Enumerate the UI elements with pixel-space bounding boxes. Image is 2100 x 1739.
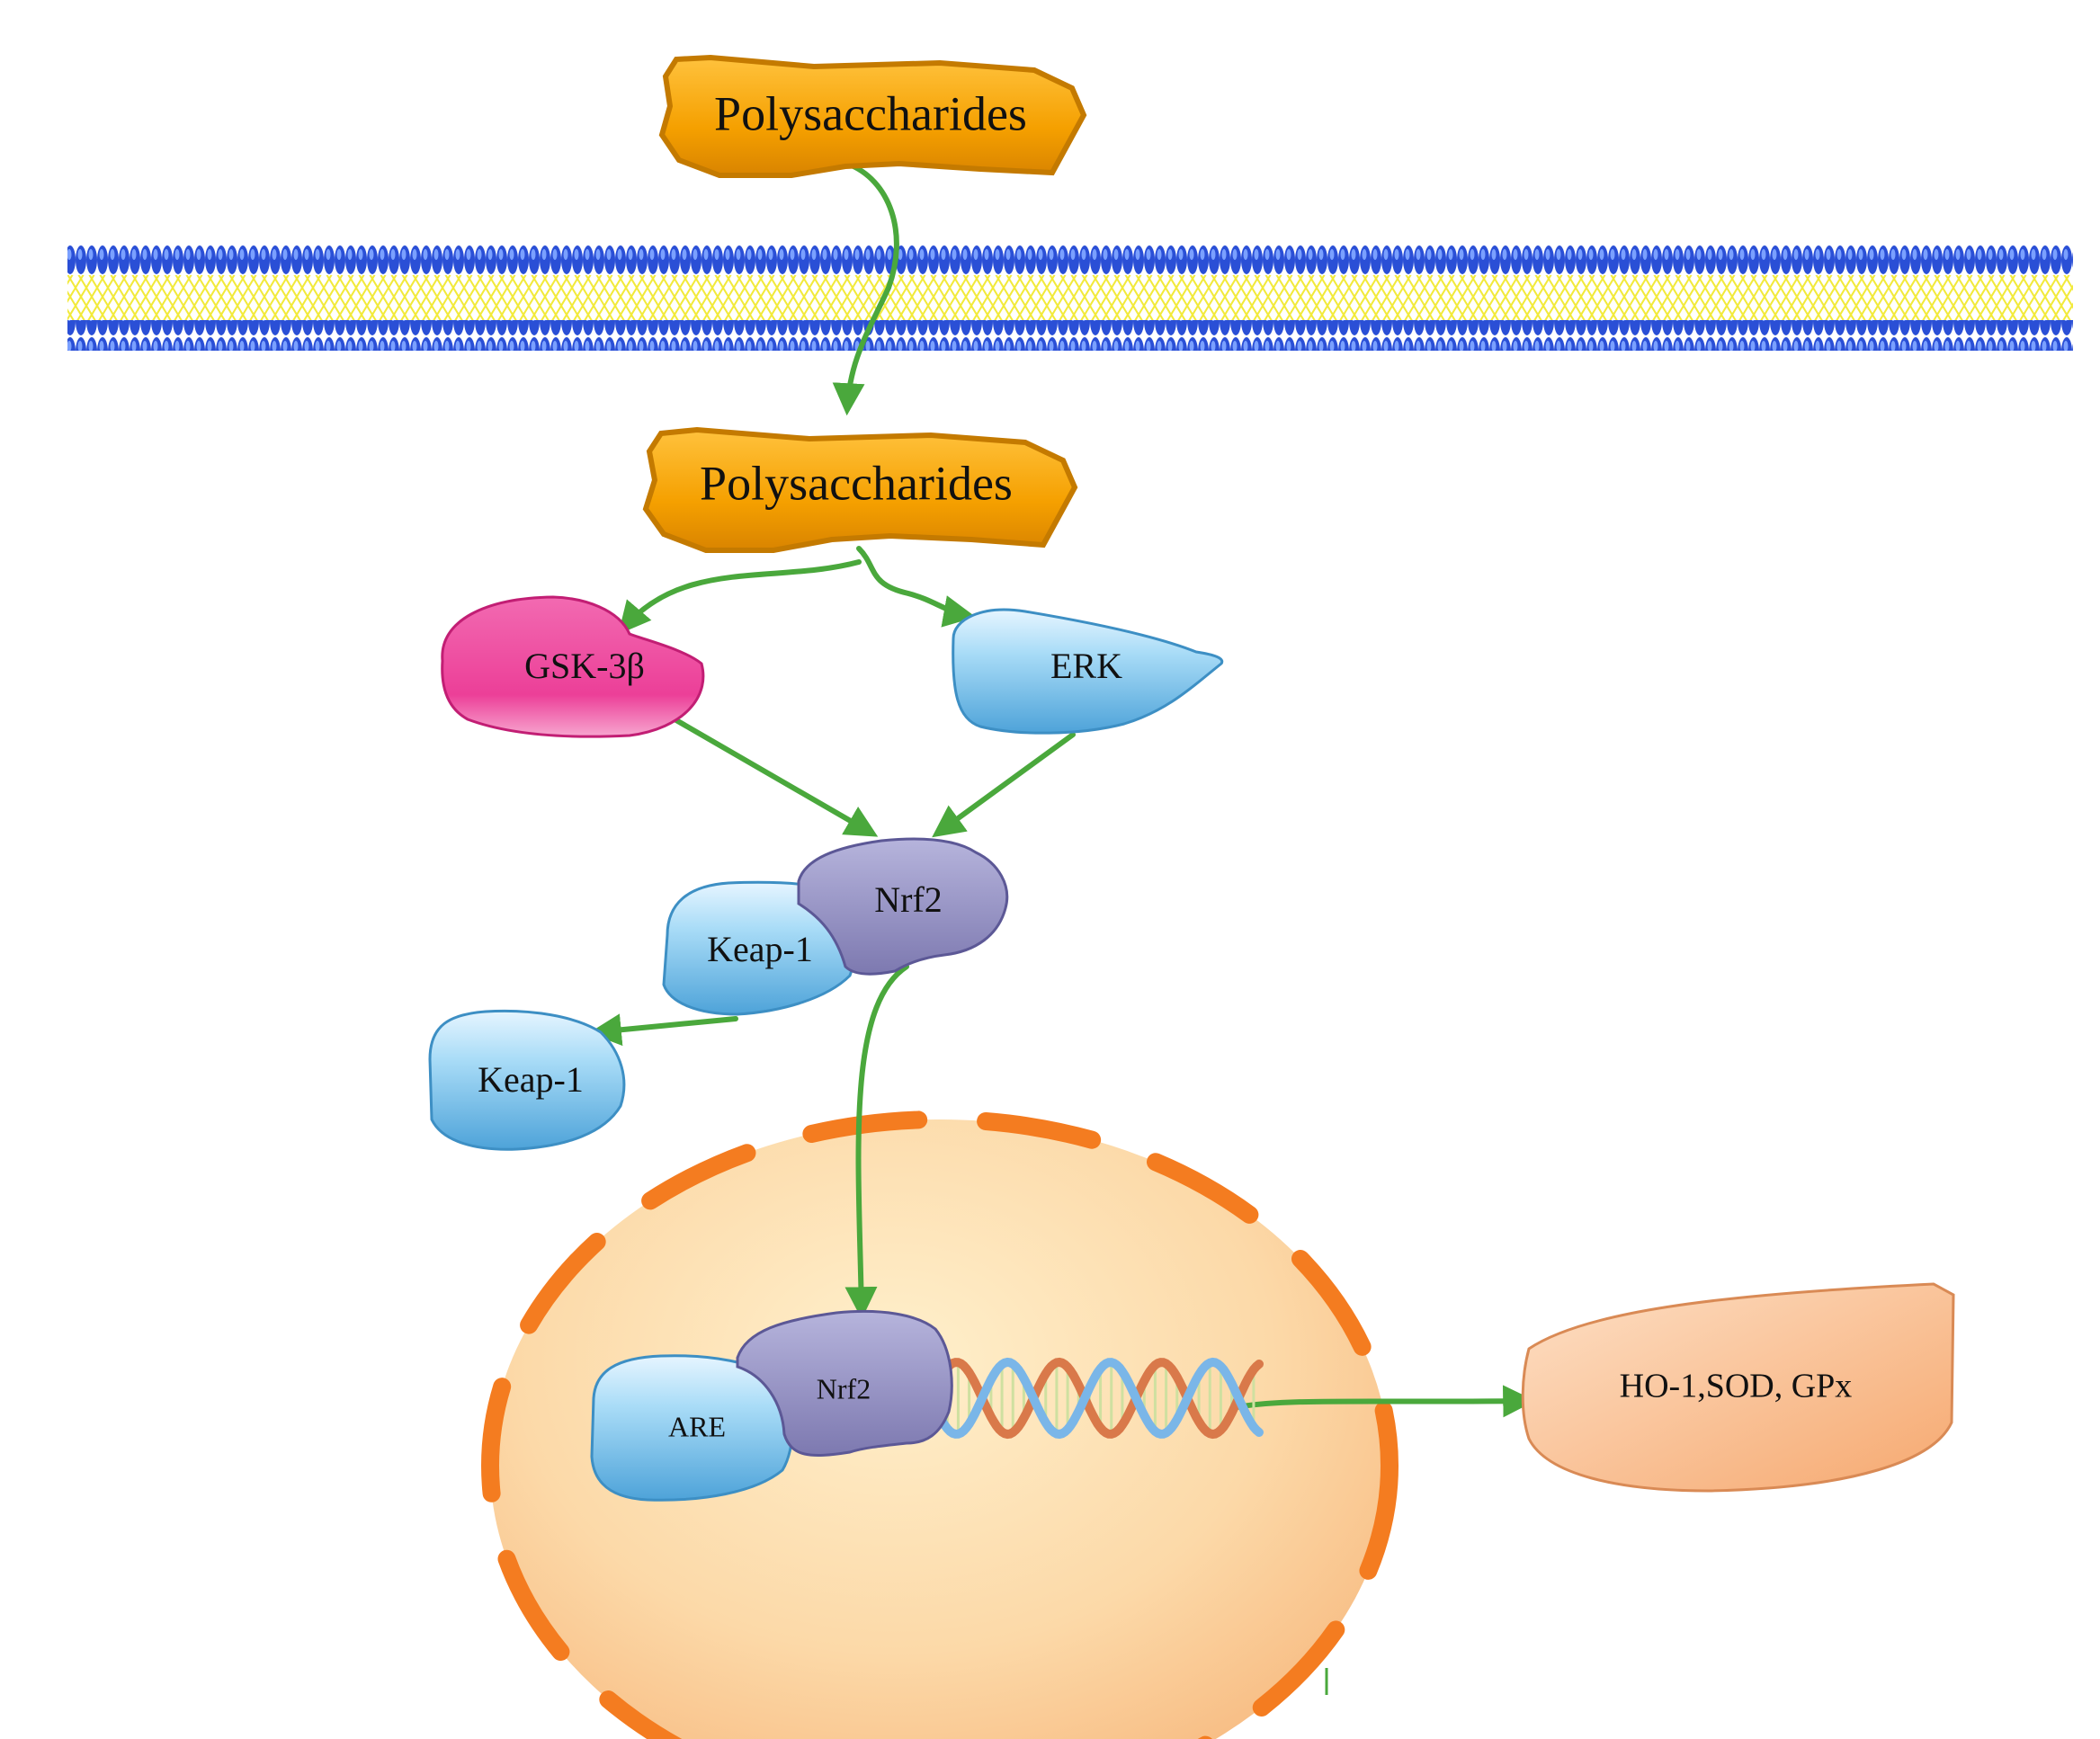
nrf2-nucleus-protein: Nrf2 <box>736 1309 953 1457</box>
dna-strand-b <box>926 1357 1264 1440</box>
dna-strand-a <box>926 1357 1264 1440</box>
arrow-gsk3b-to-nrf2 <box>667 714 879 837</box>
keap1-bound-label: Keap-1 <box>707 929 813 969</box>
arrow-to-gsk3b <box>618 559 862 635</box>
arrow-entry <box>832 161 899 416</box>
arrow-erk-to-nrf2 <box>932 732 1076 838</box>
keap1-free-label: Keap-1 <box>478 1059 584 1100</box>
polysaccharides-outer: Polysaccharides <box>658 54 1087 178</box>
nrf2-cytoplasm-label: Nrf2 <box>874 879 943 920</box>
arrow-to-erk <box>856 546 977 628</box>
gsk3b-protein: GSK-3β <box>441 595 705 738</box>
nrf2-nucleus-label: Nrf2 <box>817 1372 871 1405</box>
keap1-free-protein: Keap-1 <box>428 1009 626 1151</box>
products-box: HO-1,SOD, GPx <box>1521 1282 1955 1493</box>
erk-label: ERK <box>1050 646 1122 686</box>
arrow-to-products <box>1234 1385 1536 1418</box>
arrow-keap1-release <box>588 1013 738 1047</box>
are-label: ARE <box>668 1410 726 1442</box>
are-element: ARE <box>590 1354 794 1502</box>
gsk3b-label: GSK-3β <box>524 646 645 686</box>
cell-membrane-icon <box>67 245 2073 351</box>
nrf2-cytoplasm-protein: Nrf2 <box>797 837 1009 976</box>
pathway-arrows <box>588 161 1536 1418</box>
polysaccharides-outer-label: Polysaccharides <box>714 86 1027 140</box>
products-label: HO-1,SOD, GPx <box>1620 1368 1853 1405</box>
polysaccharides-inner-label: Polysaccharides <box>700 456 1013 510</box>
arrow-nrf2-translocation <box>844 964 909 1320</box>
erk-protein: ERK <box>952 608 1224 735</box>
polysaccharides-inner: Polysaccharides <box>642 426 1078 553</box>
